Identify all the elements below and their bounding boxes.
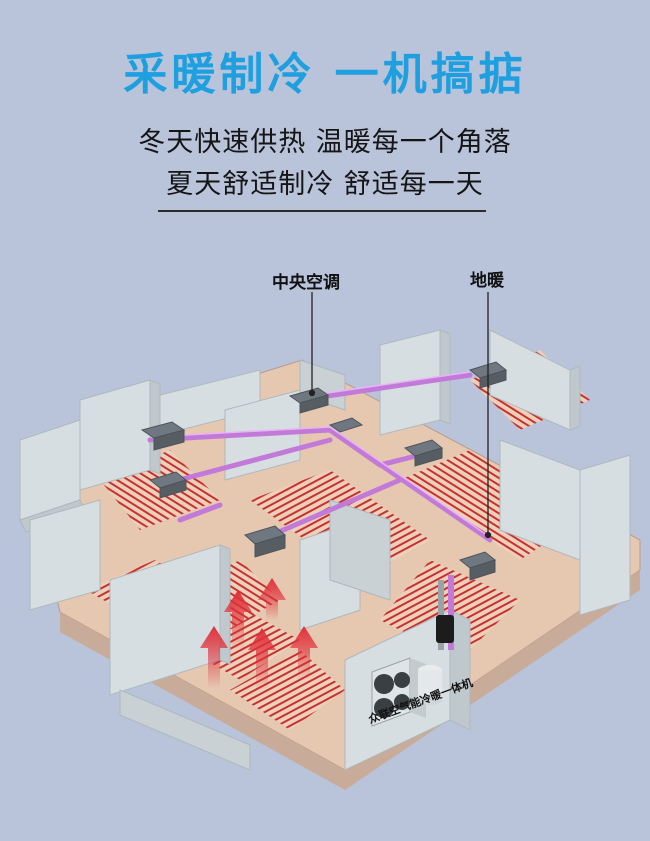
warm-air-arrow	[224, 590, 252, 650]
floor-slab-edge	[60, 570, 640, 790]
callout-central-ac: 中央空调	[272, 273, 340, 293]
warm-air-arrow	[200, 626, 228, 688]
warm-air-arrow	[258, 578, 286, 620]
outdoor-heat-pump-unit	[371, 657, 442, 727]
house-cutaway-illustration	[19, 292, 641, 790]
callout-leaders	[308, 292, 492, 539]
ac-duct-network-highlight	[149, 371, 491, 538]
indoor-ac-units	[140, 361, 508, 581]
warm-air-arrow	[290, 626, 318, 680]
subtitle-summer: 夏天舒适制冷 舒适每一天	[166, 169, 484, 200]
warm-air-arrow	[248, 628, 276, 690]
page-title: 采暖制冷 一机搞掂	[123, 49, 527, 100]
warm-air-arrows	[200, 578, 318, 690]
riser-pipes	[436, 575, 454, 650]
divider	[158, 210, 486, 212]
subtitle-winter: 冬天快速供热 温暖每一个角落	[138, 127, 512, 158]
ac-duct-network	[147, 372, 493, 543]
floor-heating-zone	[230, 650, 345, 730]
callout-floor-heating: 地暖	[470, 271, 504, 291]
